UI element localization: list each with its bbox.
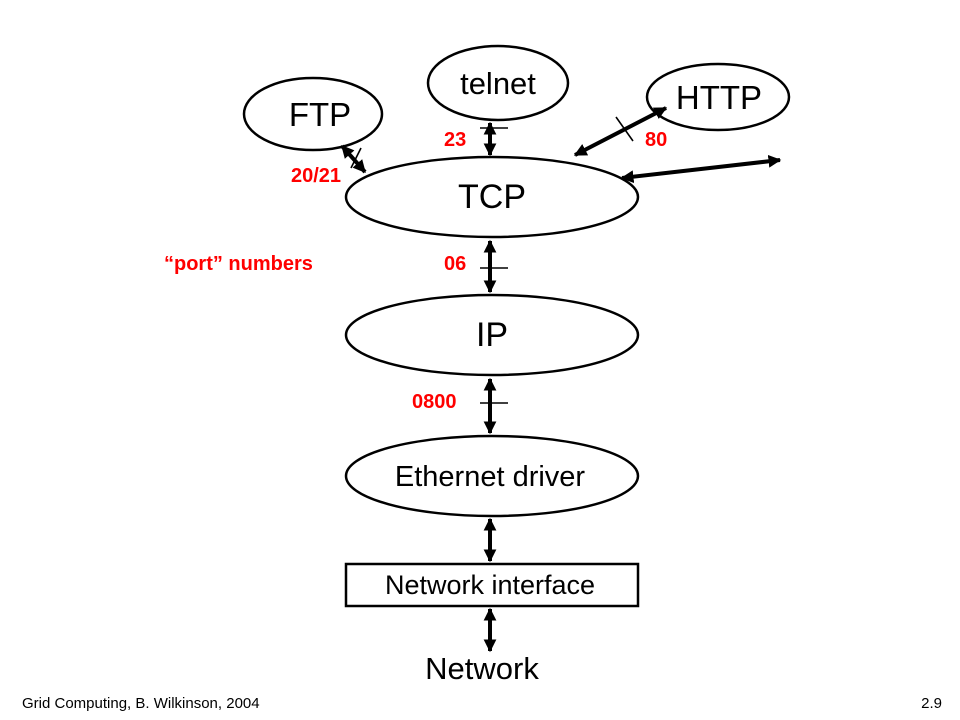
arrow-ftp-tcp [340, 144, 367, 174]
port-tcp: 06 [444, 253, 466, 275]
http-node: HTTP [645, 62, 791, 132]
port-http: 80 [645, 129, 667, 151]
ftp-node: FTP [242, 76, 384, 152]
tcp-label: TCP [458, 178, 526, 216]
footer-credit: Grid Computing, B. Wilkinson, 2004 [22, 695, 260, 712]
http-label: HTTP [676, 79, 762, 116]
ethernet-driver-label: Ethernet driver [395, 461, 586, 493]
ethernet-driver-node: Ethernet driver [344, 434, 640, 518]
telnet-node: telnet [426, 44, 570, 122]
network-interface-label: Network interface [385, 570, 595, 600]
tcp-node: TCP [344, 155, 640, 239]
telnet-label: telnet [460, 66, 536, 101]
port-ip: 0800 [412, 391, 457, 413]
ip-node: IP [344, 293, 640, 377]
port-ftp: 20/21 [291, 165, 341, 187]
port-telnet: 23 [444, 129, 466, 151]
network-interface-node: Network interface [344, 562, 640, 608]
ip-label: IP [476, 316, 508, 354]
network-label: Network [425, 651, 539, 686]
tick-http [615, 116, 634, 142]
slide-number: 2.9 [921, 695, 942, 712]
tick-ftp [350, 147, 362, 169]
arrow-http-tcp [573, 106, 668, 157]
port-numbers-caption: “port” numbers [164, 253, 313, 275]
ftp-label: FTP [289, 96, 351, 133]
arrow-tcp-right [620, 154, 782, 184]
